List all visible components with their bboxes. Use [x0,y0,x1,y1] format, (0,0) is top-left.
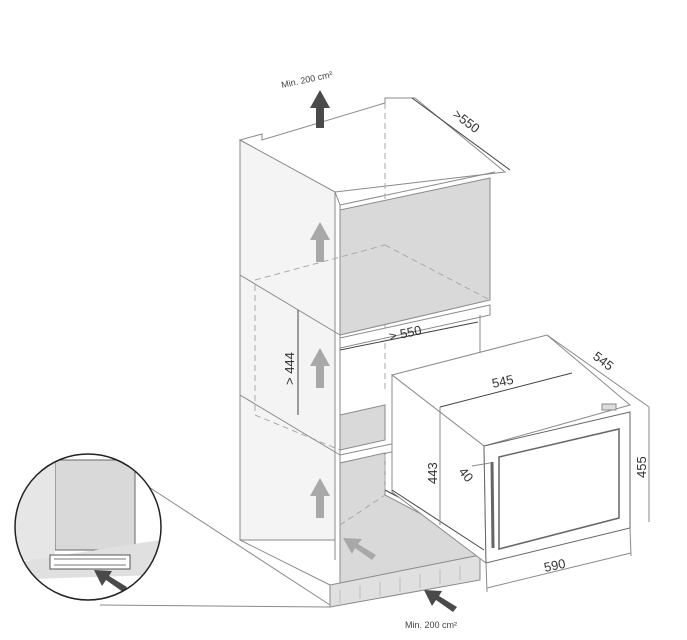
arrow-in-light-icon [343,538,376,560]
appliance-depth-inner-label: 545 [491,372,515,391]
bottom-vent-label: Min. 200 cm² [405,620,457,630]
appliance-height-label: 455 [634,456,649,478]
cabinet-top [238,97,507,193]
arrow-up-light-icon [310,222,330,262]
arrow-up-dark-icon [310,90,330,128]
airflow-arrows [310,90,457,612]
door-glass [498,428,620,550]
niche-height-label: > 444 [282,352,297,385]
arrow-up-light-icon [310,348,330,388]
top-vent-label: Min. 200 cm² [280,69,333,90]
appliance-depth-outer-label: 545 [590,348,616,373]
dimension-lines [297,97,650,593]
appliance [390,334,632,565]
appliance-body-height-label: 443 [425,462,440,484]
upper-compartment [339,177,491,336]
vent-detail-inset [14,453,331,608]
arrow-in-dark-icon [424,590,457,612]
arrow-in-dark-icon [94,570,127,592]
appliance-width-label: 590 [543,556,567,575]
arrow-up-light-icon [310,478,330,518]
niche-depth-label: > 550 [388,322,423,344]
plinth-vent-grille [329,554,481,608]
door-handle[interactable] [490,461,495,549]
